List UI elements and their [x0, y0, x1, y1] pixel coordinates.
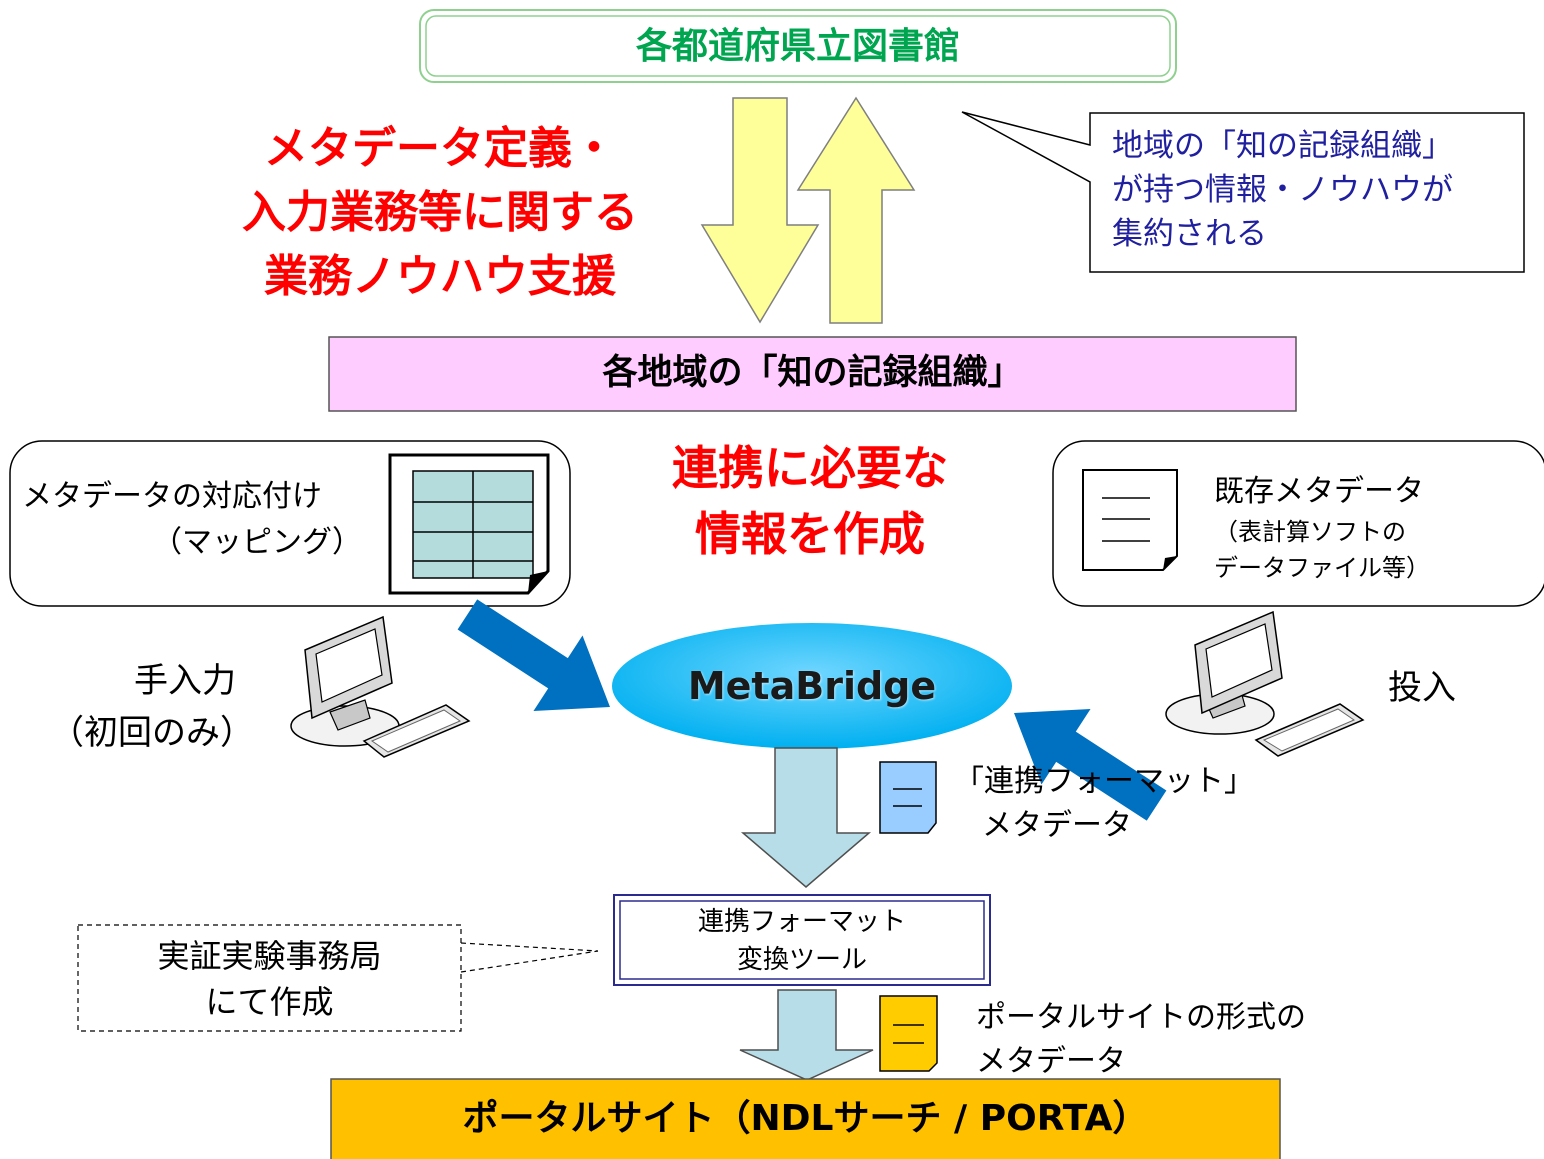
mapping-line-2: （マッピング）: [152, 525, 362, 560]
portal-site-box: [330, 1078, 1281, 1159]
secretariat-line-2: にて作成: [205, 983, 334, 1021]
existing-line-2: （表計算ソフトの: [1214, 518, 1406, 546]
middle-organization-box: [328, 336, 1297, 412]
portal-meta-line-2: メタデータ: [976, 1044, 1126, 1079]
metabridge-label: MetaBridge: [687, 664, 937, 708]
down-yellow-arrow: [700, 97, 820, 324]
create-info-text: 連携に必要な 情報を作成: [600, 435, 1020, 567]
secretariat-box: [77, 924, 462, 1032]
callout-text: 地域の「知の記録組織」 が持つ情報・ノウハウが 集約される: [1112, 124, 1453, 256]
left-blue-arrow: [457, 599, 610, 711]
metabridge-ellipse: [612, 623, 1012, 749]
support-text: メタデータ定義・ 入力業務等に関する 業務ノウハウ支援: [200, 117, 680, 309]
federation-meta-line-1: 「連携フォーマット」: [954, 764, 1254, 799]
conversion-tool-line-2: 変換ツール: [736, 945, 867, 975]
middle-organization-label: 各地域の「知の記録組織」: [602, 353, 1023, 393]
conversion-tool-line-1: 連携フォーマット: [697, 907, 906, 937]
mapping-text: メタデータの対応付け （マッピング）: [22, 474, 362, 566]
document-icon: [1082, 469, 1178, 571]
top-library-label: 各都道府県立図書館: [635, 26, 960, 67]
support-text-line-1: メタデータ定義・: [264, 123, 616, 174]
portal-meta-text: ポータルサイトの形式の メタデータ: [976, 996, 1306, 1084]
portal-meta-line-1: ポータルサイトの形式の: [976, 1000, 1306, 1035]
secretariat-connector-bottom: [460, 950, 599, 973]
portal-doc-icon: [879, 995, 938, 1072]
callout-line-1: 地域の「知の記録組織」: [1112, 128, 1453, 164]
secretariat-line-1: 実証実験事務局: [157, 937, 382, 975]
right-blue-arrow: [1014, 709, 1167, 821]
right-computer-icon: [1165, 610, 1365, 757]
existing-line-3: データファイル等）: [1214, 554, 1430, 582]
pale-down-arrow-2: [739, 989, 874, 1081]
portal-site-label: ポータルサイト（NDLサーチ / PORTA）: [462, 1098, 1149, 1139]
create-info-line-2: 情報を作成: [695, 507, 925, 561]
secretariat-text: 実証実験事務局 にて作成: [78, 933, 461, 1025]
top-library-box: [419, 9, 1177, 83]
support-text-line-3: 業務ノウハウ支援: [264, 251, 616, 302]
support-text-line-2: 入力業務等に関する: [242, 187, 638, 238]
conversion-tool-text: 連携フォーマット 変換ツール: [614, 903, 990, 979]
federation-meta-text: 「連携フォーマット」 メタデータ: [954, 760, 1254, 848]
federation-doc-icon: [879, 761, 937, 834]
upload-label: 投入: [1388, 668, 1456, 708]
up-yellow-arrow: [796, 96, 916, 324]
pale-down-arrow-1: [740, 747, 872, 888]
manual-input-line-2: （初回のみ）: [50, 713, 254, 753]
callout-line-2: が持つ情報・ノウハウが: [1112, 172, 1453, 208]
create-info-line-1: 連携に必要な: [672, 441, 948, 495]
manual-input-text: 手入力 （初回のみ）: [50, 655, 254, 759]
spreadsheet-icon: [388, 453, 550, 595]
conversion-tool-box: [613, 894, 991, 986]
mapping-line-1: メタデータの対応付け: [22, 479, 322, 514]
left-computer-icon: [290, 615, 471, 758]
existing-line-1: 既存メタデータ: [1214, 474, 1424, 509]
existing-metadata-text: 既存メタデータ （表計算ソフトの データファイル等）: [1214, 470, 1430, 586]
callout-box: [961, 111, 1525, 273]
secretariat-connector-top: [460, 942, 599, 952]
callout-line-3: 集約される: [1112, 216, 1267, 252]
federation-meta-line-2: メタデータ: [982, 808, 1132, 843]
manual-input-line-1: 手入力: [134, 661, 236, 701]
